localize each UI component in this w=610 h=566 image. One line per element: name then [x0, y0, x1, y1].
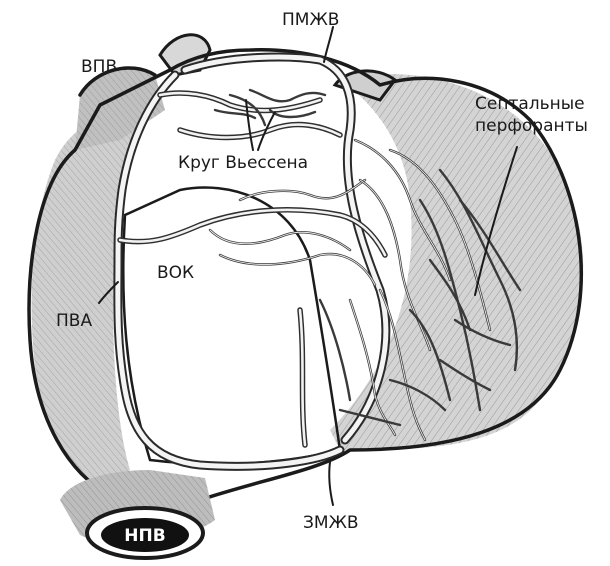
- label-pmzhv: ПМЖВ: [282, 10, 339, 30]
- leader-pmzhv: [324, 27, 333, 62]
- label-septal-line2: перфоранты: [475, 116, 588, 136]
- label-pva: ПВА: [56, 311, 92, 331]
- label-zmzhv: ЗМЖВ: [303, 513, 359, 533]
- label-vok: ВОК: [157, 263, 194, 283]
- label-vpv: ВПВ: [81, 57, 117, 77]
- label-npv: НПВ: [124, 526, 165, 546]
- label-septal-line1: Септальные: [475, 94, 585, 114]
- anterior-surface: [123, 188, 340, 465]
- label-vieussens: Круг Вьессена: [178, 153, 308, 173]
- leader-zmzhv: [329, 462, 333, 505]
